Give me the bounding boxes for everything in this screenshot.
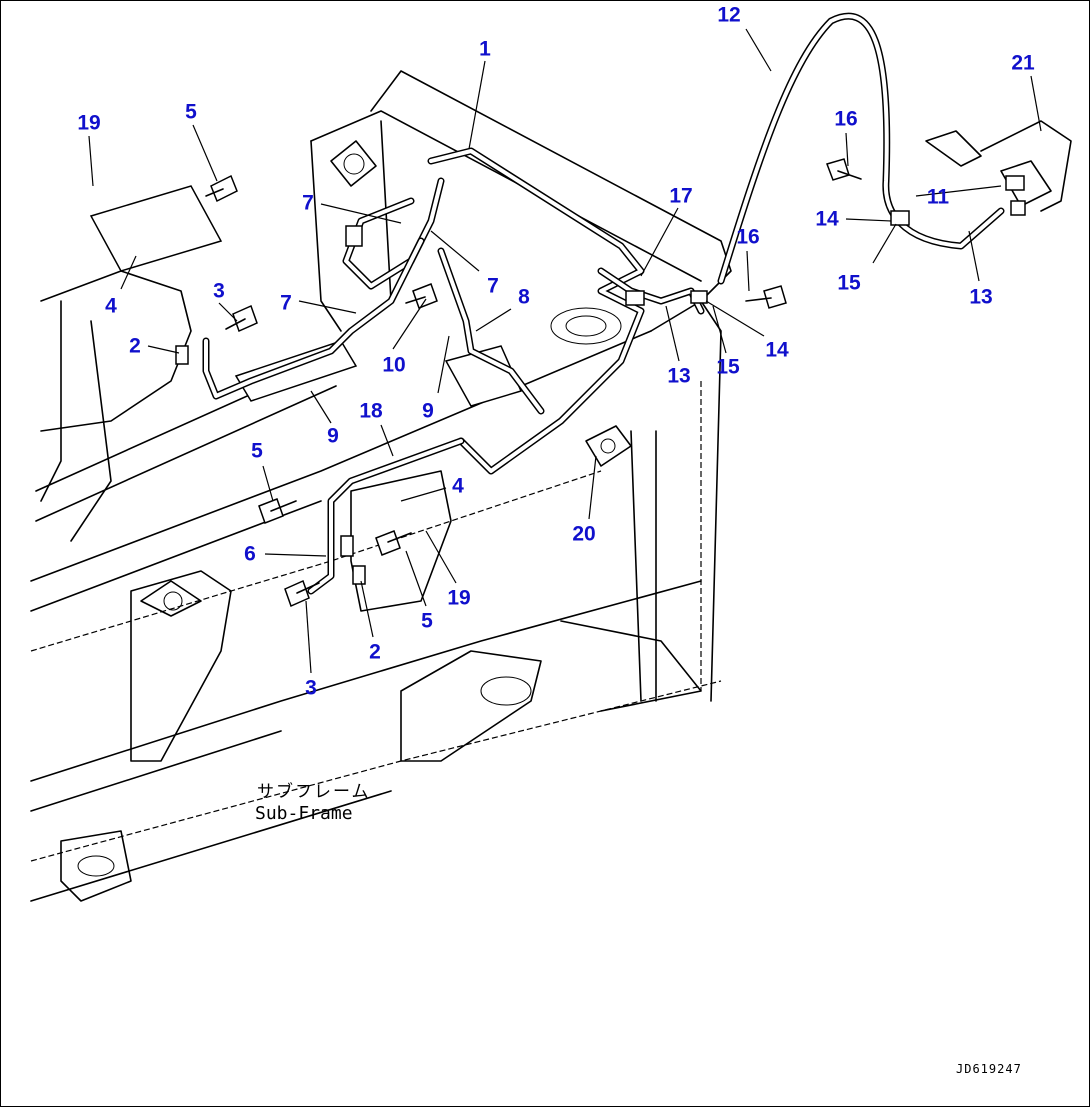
callout-label: 7 <box>280 291 292 315</box>
callout-label: 16 <box>736 225 760 249</box>
callout-label: 15 <box>716 355 740 379</box>
connector <box>340 535 354 557</box>
connector <box>1010 200 1026 216</box>
callout-label: 10 <box>382 353 406 377</box>
callout-label: 12 <box>717 3 741 27</box>
bolt <box>375 530 412 556</box>
callout-label: 16 <box>834 107 858 131</box>
callout-label: 11 <box>926 185 950 209</box>
callout-label: 21 <box>1011 51 1035 75</box>
connector <box>1005 175 1025 191</box>
callout-label: 5 <box>421 609 433 633</box>
connector <box>625 290 645 306</box>
bolt <box>405 283 438 309</box>
bolt <box>258 498 297 524</box>
callout-label: 7 <box>487 274 499 298</box>
leader-lines <box>88 28 1042 674</box>
callout-label: 6 <box>244 542 256 566</box>
callout-label: 13 <box>667 364 691 388</box>
callout-label: 2 <box>369 640 381 664</box>
callout-label: 18 <box>359 399 383 423</box>
parts <box>175 158 1026 608</box>
callout-label: 13 <box>969 285 993 309</box>
callout-label: 15 <box>837 271 861 295</box>
drawing-code: JD619247 <box>956 1062 1022 1076</box>
bolt <box>826 158 862 181</box>
callout-label: 8 <box>518 285 530 309</box>
callout-label: 14 <box>815 207 839 231</box>
callout-label: 7 <box>302 191 314 215</box>
callout-label: 17 <box>669 184 693 208</box>
callout-label: 4 <box>452 474 464 498</box>
connector <box>345 225 363 247</box>
callout-label: 3 <box>305 676 317 700</box>
callout-label: 19 <box>77 111 101 135</box>
subframe-label-jp: サブフレーム <box>257 782 371 802</box>
bolt <box>225 304 258 333</box>
clamp <box>352 565 366 585</box>
callout-label: 4 <box>105 294 117 318</box>
bolt <box>745 285 787 309</box>
callout-label: 5 <box>251 439 263 463</box>
callout-label: 9 <box>422 399 434 423</box>
callout-label: 9 <box>327 424 339 448</box>
clamp <box>890 210 910 226</box>
bolt <box>284 579 320 608</box>
hoses <box>202 12 1005 595</box>
subframe-label-en: Sub-Frame <box>255 803 353 824</box>
clamp <box>690 290 708 304</box>
callout-label: 2 <box>129 334 141 358</box>
callout-label: 14 <box>765 338 789 362</box>
callout-label: 5 <box>185 100 197 124</box>
clamp <box>175 345 189 365</box>
callout-label: 3 <box>213 279 225 303</box>
frame-structure <box>30 70 1072 902</box>
callout-label: 1 <box>479 37 491 61</box>
callout-label: 19 <box>447 586 471 610</box>
callout-label: 20 <box>572 522 596 546</box>
bolt <box>205 174 238 203</box>
